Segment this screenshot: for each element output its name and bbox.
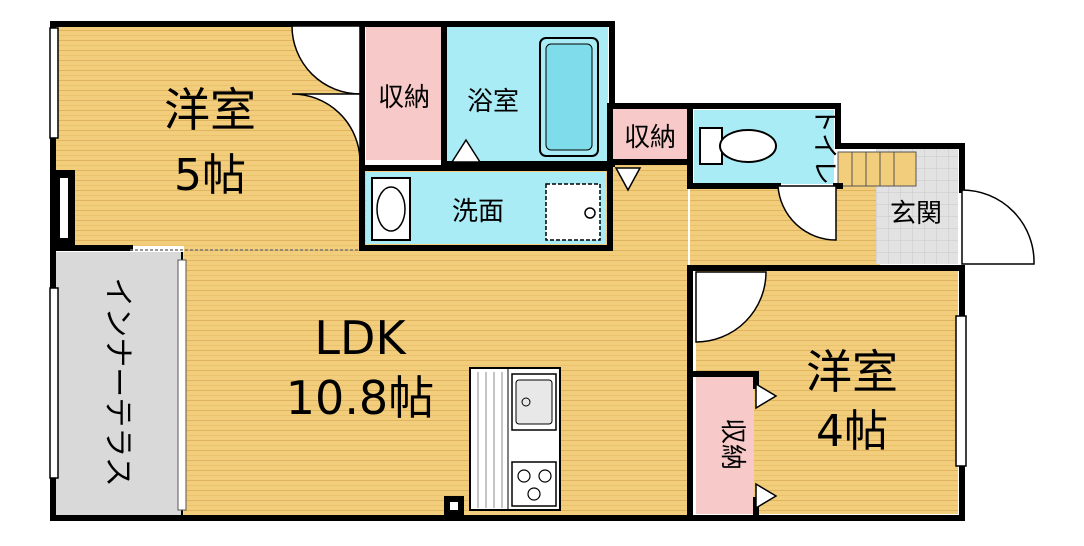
room-label-inner-terrace: インナーテラス	[100, 277, 135, 486]
room-label-storage-mid: 収納	[624, 123, 676, 153]
window-terrace-ldk	[177, 259, 187, 511]
toilet-tank	[699, 127, 723, 165]
room-label-ldk-name: LDK	[314, 311, 407, 365]
window-room4-right	[955, 315, 967, 467]
storage-bottom-floor	[696, 376, 754, 514]
window-terrace-left	[49, 287, 59, 479]
room-label-washroom: 洗面	[452, 197, 504, 227]
room-label-ldk-size: 10.8帖	[286, 371, 434, 425]
walls	[50, 21, 965, 521]
inner-terrace-floor	[56, 252, 184, 516]
room-label-bathroom: 浴室	[467, 87, 519, 117]
room-label-storage-bottom: 収納	[717, 418, 747, 470]
room-label-western-5-size: 5帖	[174, 150, 246, 201]
room-label-storage-top: 収納	[378, 83, 430, 113]
entrance-step	[837, 151, 917, 187]
doors	[291, 25, 1035, 343]
storage-mid-floor	[612, 108, 688, 160]
storage-top-floor	[366, 26, 442, 160]
washing-machine-pan	[545, 183, 601, 241]
toilet-bowl	[719, 129, 777, 163]
window-room5-left	[49, 27, 59, 139]
stove	[511, 461, 557, 507]
room-label-western-5-name: 洋室	[164, 83, 256, 137]
room-label-toilet: トイレ	[809, 107, 839, 185]
room-label-entrance: 玄関	[890, 199, 942, 229]
room-label-western-4-size: 4帖	[816, 406, 888, 457]
room-label-western-4-name: 洋室	[806, 345, 898, 399]
